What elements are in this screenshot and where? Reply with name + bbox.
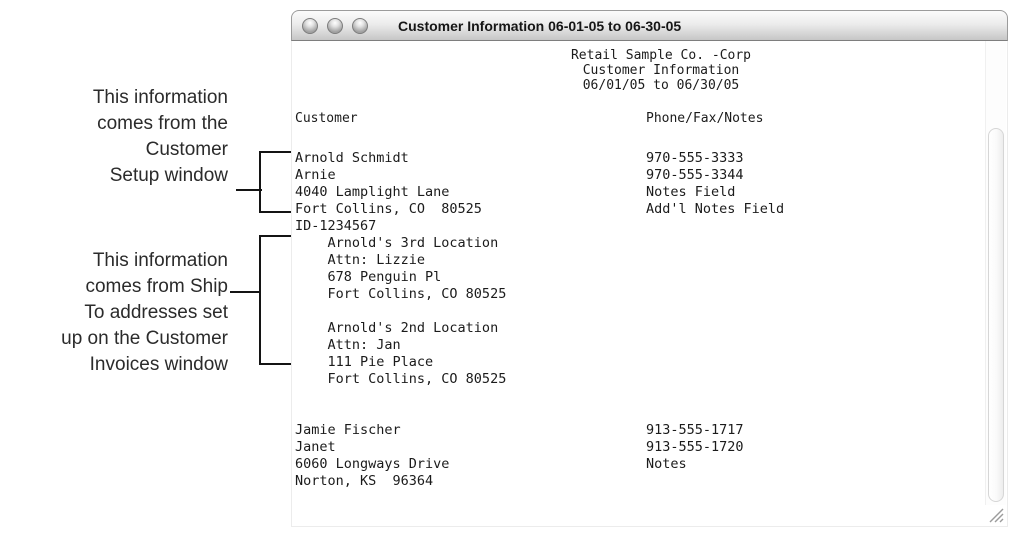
callout-leader-line <box>230 291 261 293</box>
report-line: Attn: Lizzie <box>295 252 426 268</box>
report-line: Notes <box>646 456 687 472</box>
report-line: Notes Field <box>646 184 736 200</box>
report-line <box>646 371 784 388</box>
report-line: 970-555-3333 <box>646 150 744 166</box>
report-line: Arnold Schmidt <box>295 150 409 166</box>
report-line: Arnold's 3rd Location <box>295 235 499 251</box>
report-line: Norton, KS 96364 <box>295 473 434 489</box>
report-line: Attn: Jan <box>295 337 401 353</box>
callout-text-line: To addresses set <box>84 302 228 323</box>
report-date-range: 06/01/05 to 06/30/05 <box>582 78 740 93</box>
report-content-area: Retail Sample Co. -Corp Customer Informa… <box>291 41 1008 527</box>
report-line <box>646 235 784 252</box>
report-line: 970-555-3344 <box>646 167 744 183</box>
report-line <box>295 388 506 405</box>
callout-text-line: comes from Ship <box>85 276 228 297</box>
window-close-button[interactable] <box>302 17 318 34</box>
window-titlebar[interactable]: Customer Information 06-01-05 to 06-30-0… <box>291 10 1008 41</box>
phone-column: 970-555-3333 970-555-3344 Notes Field Ad… <box>646 150 784 490</box>
bracket-vertical-line <box>259 235 261 365</box>
callout-text-line: Invoices window <box>89 354 228 375</box>
bracket-bottom-tick <box>259 211 292 213</box>
report-line <box>646 218 784 235</box>
report-title: Customer Information <box>582 63 740 78</box>
report-line: 6060 Longways Drive <box>295 456 450 472</box>
report-window: Customer Information 06-01-05 to 06-30-0… <box>291 10 1008 527</box>
report-line <box>646 388 784 405</box>
report-line: 678 Penguin Pl <box>295 269 442 285</box>
report-line <box>646 269 784 286</box>
callout-text-line: Setup window <box>109 165 228 186</box>
bracket-top-tick <box>259 151 292 153</box>
window-zoom-button[interactable] <box>352 17 368 34</box>
report-line: ID-1234567 <box>295 218 377 234</box>
report-header: Retail Sample Co. -Corp Customer Informa… <box>536 48 786 93</box>
window-controls <box>302 17 368 34</box>
report-line: Fort Collins, CO 80525 <box>295 371 507 387</box>
report-line <box>646 252 784 269</box>
column-header-phone: Phone/Fax/Notes <box>646 111 764 126</box>
callout-customer-setup: This information comes from the Customer… <box>8 85 228 189</box>
callout-text-line: This information <box>92 250 228 271</box>
report-line <box>646 473 784 490</box>
report-line <box>646 320 784 337</box>
customer-column: Arnold Schmidt Arnie 4040 Lamplight Lane… <box>295 150 506 490</box>
scrollbar-thumb[interactable] <box>988 128 1004 502</box>
window-title: Customer Information 06-01-05 to 06-30-0… <box>398 17 682 34</box>
window-minimize-button[interactable] <box>327 17 343 34</box>
report-line <box>646 286 784 303</box>
callout-leader-line <box>236 189 262 191</box>
report-line <box>646 354 784 371</box>
report-line: Arnold's 2nd Location <box>295 320 499 336</box>
resize-grip-icon[interactable] <box>986 505 1005 524</box>
report-line: Janet <box>295 439 336 455</box>
callout-text-line: up on the Customer <box>61 328 228 349</box>
report-line <box>646 405 784 422</box>
report-line: 913-555-1717 <box>646 422 744 438</box>
report-company-name: Retail Sample Co. -Corp <box>570 48 751 63</box>
report-line <box>646 337 784 354</box>
report-line: Arnie <box>295 167 336 183</box>
report-line: 4040 Lamplight Lane <box>295 184 450 200</box>
report-line: Fort Collins, CO 80525 <box>295 201 482 217</box>
report-line <box>295 303 506 320</box>
report-line: Jamie Fischer <box>295 422 401 438</box>
report-line: Add'l Notes Field <box>646 201 785 217</box>
column-header-customer: Customer <box>295 111 358 126</box>
bracket-vertical-line <box>259 151 261 213</box>
callout-text-line: This information <box>92 87 228 108</box>
report-line <box>646 303 784 320</box>
report-line: 913-555-1720 <box>646 439 744 455</box>
report-line: 111 Pie Place <box>295 354 434 370</box>
callout-ship-to: This information comes from Ship To addr… <box>8 248 228 378</box>
report-line <box>295 405 506 422</box>
bracket-top-tick <box>259 235 303 237</box>
bracket-bottom-tick <box>259 363 303 365</box>
callout-text-line: Customer <box>145 139 228 160</box>
callout-text-line: comes from the <box>97 113 228 134</box>
report-line: Fort Collins, CO 80525 <box>295 286 507 302</box>
vertical-scrollbar[interactable] <box>985 41 1006 505</box>
